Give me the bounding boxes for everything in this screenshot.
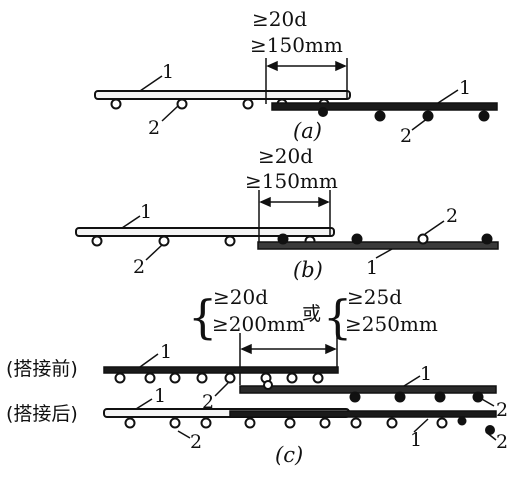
dim-a-line1: ≥20d [252, 7, 307, 31]
dim-b-line1: ≥20d [258, 144, 313, 168]
label-2-after-right: 2 [496, 431, 508, 453]
dim-c-right-line2: ≥250mm [345, 312, 438, 336]
mesh-bar-before-left [103, 366, 339, 374]
label-1-after-right: 1 [410, 429, 422, 451]
label-2-before: 2 [202, 391, 214, 413]
cross-bars-before-right [263, 380, 484, 403]
dim-c-left-line1: ≥20d [213, 285, 268, 309]
label-1-before: 1 [160, 341, 172, 363]
mesh-bar-left-a [94, 90, 351, 100]
brace-left: { [188, 290, 217, 344]
row-before-label: (搭接前) [6, 358, 78, 380]
caption-c: (c) [275, 443, 303, 467]
label-2-before-right: 2 [496, 399, 508, 421]
caption-b: (b) [293, 258, 323, 282]
cross-bars-right-a [318, 107, 490, 122]
label-1-after: 1 [154, 385, 166, 407]
panel-c: { ≥20d ≥200mm 或 { ≥25d ≥250mm (搭接前) [6, 285, 508, 467]
label-1-left-b: 1 [140, 201, 152, 223]
cross-bars-before-left [114, 372, 324, 384]
caption-a: (a) [293, 119, 322, 143]
dimension-a [265, 58, 348, 104]
label-1-right-b: 1 [366, 257, 378, 279]
cross-bars-right-b [277, 233, 493, 245]
label-2-right-b: 2 [446, 205, 458, 227]
cross-bars-after-dark [457, 416, 495, 435]
row-after-label: (搭接后) [6, 403, 78, 425]
dim-c-right-line1: ≥25d [347, 285, 402, 309]
mesh-bar-right-b [257, 241, 499, 250]
mesh-bar-right-a [271, 102, 498, 111]
label-2-left-a: 2 [148, 117, 160, 139]
panel-a: ≥20d ≥150mm 1 2 1 2 (a) [94, 7, 498, 147]
mesh-bar-left-b [75, 227, 335, 237]
label-2-right-a: 2 [400, 125, 412, 147]
mesh-bar-after-right [229, 410, 497, 418]
dim-a-line2: ≥150mm [250, 33, 343, 57]
label-2-after: 2 [190, 431, 202, 453]
label-2-left-b: 2 [133, 256, 145, 278]
dimension-b [258, 190, 331, 242]
label-1-left-a: 1 [162, 61, 174, 83]
cross-bars-after [124, 417, 448, 429]
dimension-c [239, 333, 338, 385]
dim-c-left-line2: ≥200mm [212, 312, 305, 336]
label-1-before-right: 1 [420, 363, 432, 385]
or-text: 或 [302, 303, 321, 325]
dim-b-line2: ≥150mm [245, 169, 338, 193]
panel-b: ≥20d ≥150mm 1 2 2 1 (b) [75, 144, 499, 282]
label-1-right-a: 1 [459, 77, 471, 99]
mesh-bar-before-right [239, 385, 497, 394]
